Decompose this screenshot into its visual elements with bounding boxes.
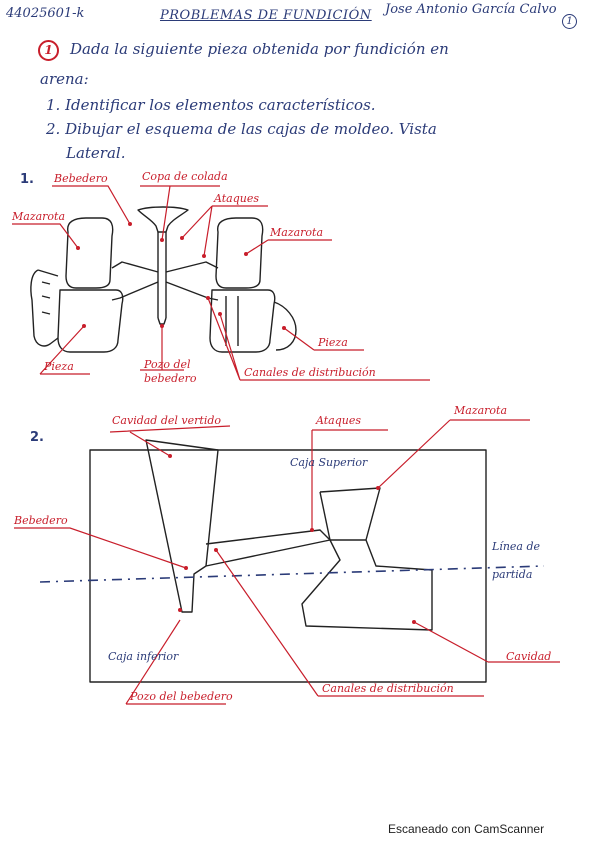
task-item-2-line-1: 2. Dibujar el esquema de las cajas de mo… bbox=[46, 120, 437, 138]
callout-cavidad bbox=[413, 621, 560, 663]
label-mazarota-2: Mazarota bbox=[454, 404, 508, 417]
pouring-cup bbox=[137, 206, 189, 233]
left-piece-flange bbox=[30, 269, 59, 347]
label-canales: Canales de distribución bbox=[244, 366, 376, 379]
runners-lower bbox=[111, 281, 219, 301]
statement-line-1: Dada la siguiente pieza obtenida por fun… bbox=[70, 40, 449, 58]
label-ataques: Ataques bbox=[214, 192, 260, 205]
callout-mazarota-2 bbox=[377, 419, 530, 489]
label-pieza-left: Pieza bbox=[44, 360, 74, 373]
label-copa-colada: Copa de colada bbox=[142, 170, 228, 183]
callout-copa bbox=[140, 185, 220, 241]
label-bebedero-2: Bebedero bbox=[14, 514, 68, 527]
sprue-cavity bbox=[145, 439, 219, 613]
figure2-sketch bbox=[89, 439, 487, 683]
parting-dashdot bbox=[39, 565, 545, 583]
callout-pozo bbox=[140, 326, 184, 371]
scanner-watermark: Escaneado con CamScanner bbox=[388, 822, 545, 836]
callout-mazarota-left bbox=[12, 223, 79, 249]
label-cavidad: Cavidad bbox=[506, 650, 552, 663]
callout-dots bbox=[76, 222, 416, 624]
label-ataques-2: Ataques bbox=[316, 414, 362, 427]
figure2-callouts bbox=[14, 419, 560, 705]
runner-channel bbox=[205, 529, 331, 567]
parting-line bbox=[39, 565, 545, 583]
sprue-well bbox=[157, 317, 167, 325]
callout-pieza-left bbox=[39, 325, 90, 375]
sprue bbox=[157, 232, 167, 318]
left-riser bbox=[65, 217, 114, 289]
callout-pozo-2 bbox=[125, 619, 226, 705]
mold-box bbox=[89, 449, 487, 683]
page-number: 1 bbox=[562, 14, 577, 29]
figure1-callouts bbox=[12, 185, 430, 381]
student-code: 44025601-k bbox=[6, 6, 85, 21]
label-pieza-right: Pieza bbox=[318, 336, 348, 349]
statement-line-2: arena: bbox=[40, 70, 89, 88]
task-item-1: 1. Identificar los elementos característ… bbox=[46, 96, 376, 114]
riser-neck bbox=[319, 491, 331, 541]
figure1-marker: 1. bbox=[20, 172, 34, 187]
label-pozo-2: Pozo del bebedero bbox=[130, 690, 233, 703]
task-item-2-line-2: Lateral. bbox=[66, 144, 126, 162]
label-pozo-line-1: Pozo del bbox=[144, 358, 191, 371]
figure2-marker: 2. bbox=[30, 430, 44, 445]
label-caja-superior: Caja Superior bbox=[290, 456, 368, 469]
figure1-sketch bbox=[30, 206, 297, 353]
right-piece bbox=[209, 289, 276, 353]
label-canales-2: Canales de distribución bbox=[322, 682, 454, 695]
label-pozo-line-2: bebedero bbox=[144, 372, 197, 385]
right-piece-detail bbox=[225, 296, 239, 346]
callout-cavidad-vertido bbox=[109, 425, 231, 457]
label-mazarota-left: Mazarota bbox=[12, 210, 66, 223]
problem-number: 1 bbox=[38, 40, 59, 61]
label-bebedero: Bebedero bbox=[54, 172, 108, 185]
right-riser bbox=[215, 217, 264, 289]
left-piece-ribs bbox=[41, 281, 51, 315]
callout-ataques bbox=[181, 205, 268, 257]
author-name: Jose Antonio García Calvo bbox=[385, 2, 557, 17]
riser-cavity bbox=[301, 487, 433, 631]
left-piece bbox=[57, 289, 124, 353]
label-mazarota-right: Mazarota bbox=[270, 226, 324, 239]
callout-ataques-2 bbox=[311, 429, 388, 530]
worksheet-title: Problemas de fundición bbox=[160, 8, 372, 23]
callout-canales bbox=[207, 297, 430, 381]
callout-mazarota-right bbox=[245, 239, 332, 255]
label-caja-inferior: Caja inferior bbox=[108, 650, 179, 663]
label-cavidad-vertido: Cavidad del vertido bbox=[112, 414, 221, 427]
label-linea-line-2: partida bbox=[492, 568, 533, 581]
right-piece-boss bbox=[273, 301, 297, 351]
callout-canales-2 bbox=[215, 549, 484, 697]
label-linea-line-1: Línea de bbox=[492, 540, 541, 553]
runners-upper bbox=[111, 261, 219, 273]
callout-bebedero bbox=[52, 185, 131, 225]
callout-bebedero-2 bbox=[14, 527, 187, 569]
callout-pieza-right bbox=[283, 327, 364, 351]
